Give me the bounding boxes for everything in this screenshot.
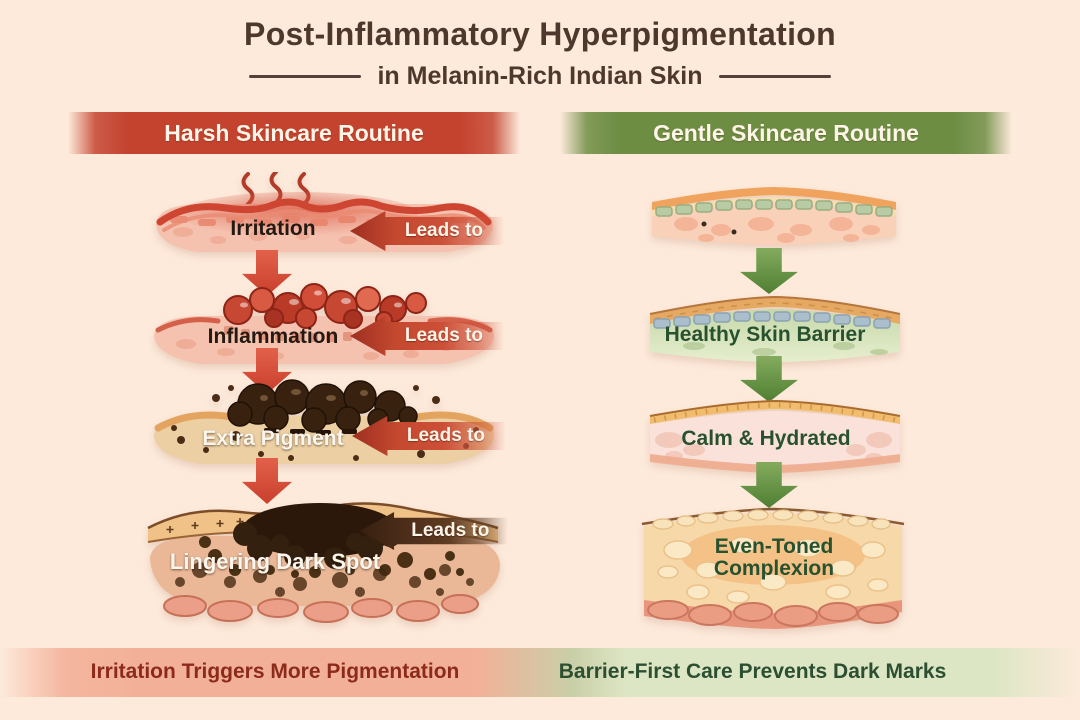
subtitle-left-rule — [249, 75, 362, 78]
stage-label-extra-pigment: Extra Pigment — [202, 427, 344, 450]
harsh-routine-banner: Harsh Skincare Routine — [68, 112, 520, 154]
harsh-stage-irritation: Irritation — [148, 172, 500, 260]
down-arrow-green-1 — [740, 248, 798, 294]
gentle-stage-even-toned-complexion: Even-Toned Complexion — [638, 500, 910, 632]
subtitle-right-rule — [718, 75, 831, 78]
leads-to-label-2: Leads to — [404, 325, 483, 346]
gentle-stage-calm-hydrated: Calm & Hydrated — [644, 396, 906, 474]
footer-strip — [0, 648, 1080, 697]
irritated-skin-illustration — [156, 172, 493, 252]
stage-label-calm-hydrated: Calm & Hydrated — [681, 427, 851, 450]
gentle-routine-banner-label: Gentle Skincare Routine — [653, 119, 919, 146]
page-subtitle: in Melanin-Rich Indian Skin — [377, 62, 703, 90]
stage-label-lingering-dark-spot: Lingering Dark Spot — [169, 549, 381, 574]
harsh-stage-lingering-dark-spot: Lingering Dark Spot — [140, 486, 510, 628]
leads-to-arrow-3: Leads to — [352, 416, 506, 456]
page-title: Post-Inflammatory Hyperpigmentation — [244, 16, 836, 52]
skin-barrier-illustration — [649, 295, 901, 362]
harsh-routine-banner-label: Harsh Skincare Routine — [164, 119, 424, 146]
gentle-footer-message: Barrier-First Care Prevents Dark Marks — [558, 660, 947, 683]
leads-to-label-1: Leads to — [404, 220, 483, 241]
even-toned-skin-illustration — [641, 507, 905, 629]
leads-to-label-3: Leads to — [406, 425, 485, 446]
healthy-skin-illustration — [652, 187, 896, 245]
harsh-footer-message: Irritation Triggers More Pigmentation — [90, 660, 460, 683]
gentle-stage-healthy-skin — [646, 180, 904, 250]
leads-to-arrow-2: Leads to — [350, 316, 504, 356]
stage-label-inflammation: Inflammation — [207, 325, 339, 348]
leads-to-arrow-4: Leads to — [360, 512, 508, 550]
subtitle-row: in Melanin-Rich Indian Skin — [0, 62, 1080, 91]
calm-skin-illustration — [649, 399, 901, 473]
leads-to-label-4: Leads to — [411, 520, 490, 541]
stage-label-healthy-skin-barrier: Healthy Skin Barrier — [664, 323, 866, 346]
stage-label-irritation: Irritation — [230, 217, 316, 240]
leads-to-arrow-1: Leads to — [350, 211, 504, 251]
gentle-routine-banner: Gentle Skincare Routine — [560, 112, 1012, 154]
stage-label-even-toned-complexion: Even-Toned Complexion — [713, 535, 835, 581]
gentle-stage-healthy-skin-barrier: Healthy Skin Barrier — [644, 290, 906, 364]
